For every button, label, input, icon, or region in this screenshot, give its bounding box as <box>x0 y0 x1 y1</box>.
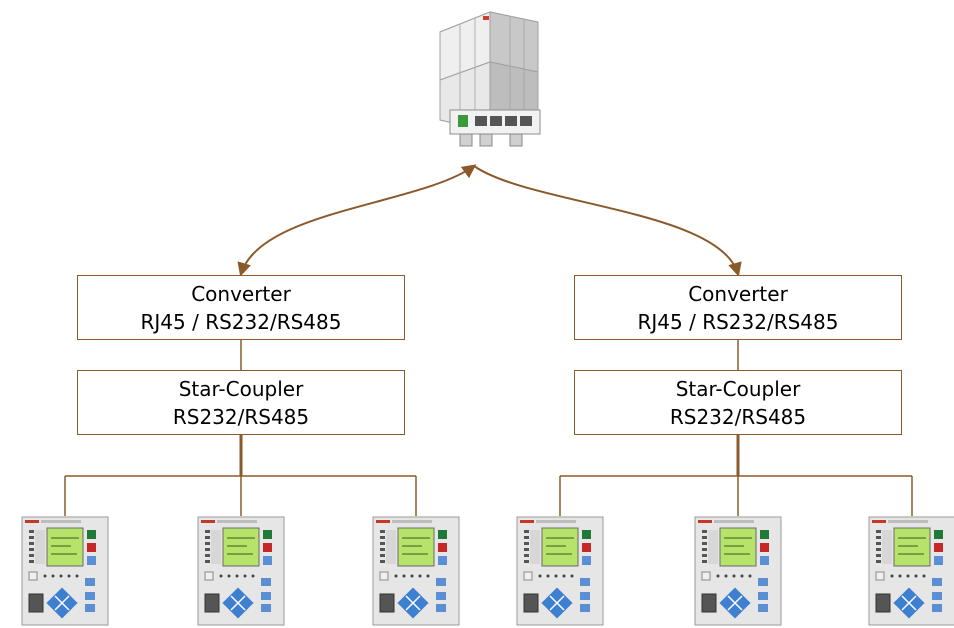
converter-subtitle: RJ45 / RS232/RS485 <box>140 309 342 334</box>
converter-title: Converter <box>191 281 291 306</box>
star-coupler-subtitle: RS232/RS485 <box>669 404 807 429</box>
converter-subtitle: RJ45 / RS232/RS485 <box>637 309 839 334</box>
star-coupler-box-right: Star-Coupler RS232/RS485 <box>574 370 902 435</box>
converter-box-left: Converter RJ45 / RS232/RS485 <box>77 275 405 340</box>
protection-relay-icon <box>197 516 285 626</box>
link-controller-converter-left <box>237 164 477 277</box>
star-coupler-subtitle: RS232/RS485 <box>172 404 310 429</box>
protection-relay-icon <box>694 516 782 626</box>
protection-relay-icon <box>516 516 604 626</box>
converter-box-right: Converter RJ45 / RS232/RS485 <box>574 275 902 340</box>
star-coupler-title: Star-Coupler <box>675 376 801 401</box>
star-coupler-title: Star-Coupler <box>178 376 304 401</box>
converter-title: Converter <box>688 281 788 306</box>
protection-relay-icon <box>372 516 460 626</box>
protection-relay-icon <box>21 516 109 626</box>
link-controller-converter-right <box>473 165 742 277</box>
protection-relay-icon <box>868 516 954 626</box>
plc-controller-icon <box>439 11 541 147</box>
star-coupler-box-left: Star-Coupler RS232/RS485 <box>77 370 405 435</box>
